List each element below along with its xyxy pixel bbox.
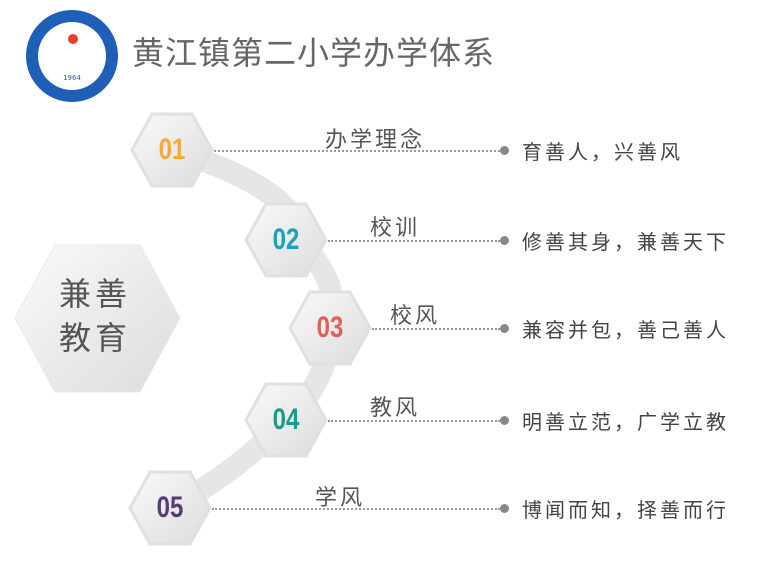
step-number: 03 xyxy=(316,311,344,344)
step-value: 明善立范，广学立教 xyxy=(522,410,729,434)
center-hexagon xyxy=(14,244,181,393)
page-title: 黄江镇第二小学办学体系 xyxy=(132,34,496,72)
step-number: 04 xyxy=(272,403,300,436)
dotted-connector xyxy=(212,508,500,510)
step-value: 兼容并包，善己善人 xyxy=(522,318,729,342)
dotted-connector xyxy=(328,420,500,422)
center-label: 兼善教育 xyxy=(58,275,131,357)
step-hexagon xyxy=(288,290,372,366)
school-logo: 1964 xyxy=(26,10,118,102)
dotted-connector xyxy=(372,328,500,330)
step-hexagon xyxy=(244,382,328,458)
step-label: 校训 xyxy=(370,216,421,241)
step-label: 办学理念 xyxy=(325,128,426,153)
connector-dot xyxy=(500,146,509,155)
step-number: 02 xyxy=(272,223,300,256)
connector-dot xyxy=(500,504,509,513)
step-label: 教风 xyxy=(370,396,421,421)
step-label: 学风 xyxy=(315,486,366,511)
step-hexagon xyxy=(128,470,212,546)
step-value: 育善人，兴善风 xyxy=(522,140,683,164)
step-value: 修善其身，兼善天下 xyxy=(522,230,729,254)
step-hexagon xyxy=(244,202,328,278)
step-number: 01 xyxy=(158,133,186,166)
connector-dot xyxy=(500,416,509,425)
step-label: 校风 xyxy=(390,304,441,329)
step-number: 05 xyxy=(156,491,184,524)
step-value: 博闻而知，择善而行 xyxy=(522,498,729,522)
connector-dot xyxy=(500,236,509,245)
dotted-connector xyxy=(328,240,500,242)
connector-dot xyxy=(500,324,509,333)
step-hexagon xyxy=(130,112,214,188)
dotted-connector xyxy=(214,150,500,152)
